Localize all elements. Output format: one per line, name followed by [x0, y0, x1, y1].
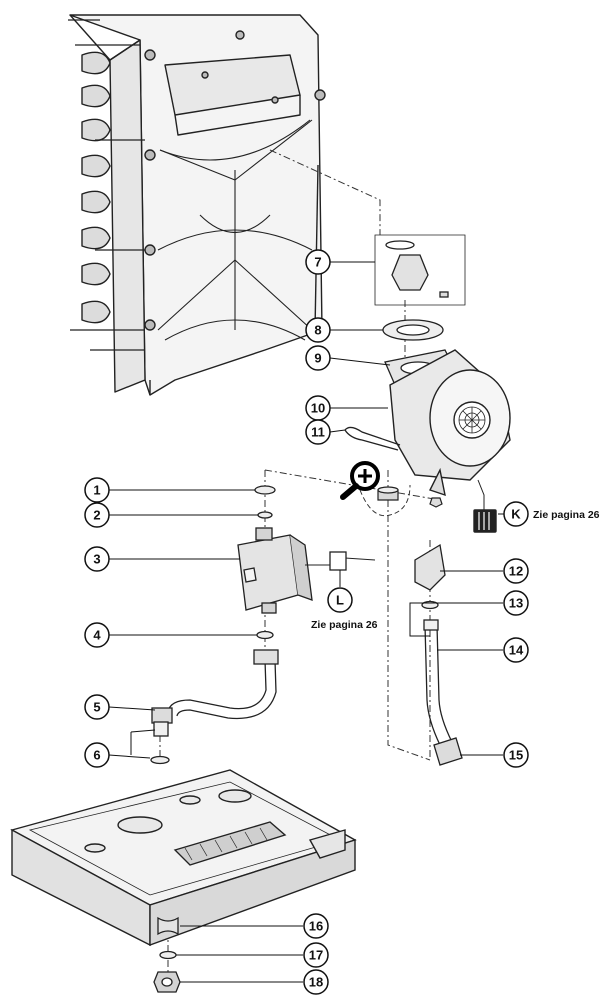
- callout-6-label: 6: [93, 748, 100, 763]
- part-17-drawing: [159, 950, 177, 960]
- callout-5: 5: [84, 694, 110, 720]
- callout-16: 16: [303, 913, 329, 939]
- callout-2: 2: [84, 502, 110, 528]
- bottom-tray-drawing: [10, 769, 357, 947]
- callout-7-label: 7: [314, 255, 321, 270]
- callout-12: 12: [503, 558, 529, 584]
- part-14-pipe-drawing: [423, 619, 453, 746]
- callout-12-label: 12: [509, 564, 523, 579]
- callout-11: 11: [305, 419, 331, 445]
- connector-l-reference: L Zie pagina 26: [311, 587, 378, 631]
- callout-16-label: 16: [309, 919, 323, 934]
- callout-8-label: 8: [314, 323, 321, 338]
- connector-l-label: L: [336, 593, 344, 608]
- connector-k-reference: K Zie pagina 26: [503, 501, 600, 527]
- callout-11-label: 11: [311, 425, 325, 440]
- callout-2-label: 2: [93, 508, 100, 523]
- fan-nut-drawing: [377, 486, 443, 508]
- zoom-in-icon: [340, 461, 380, 500]
- callout-18-label: 18: [309, 975, 323, 990]
- part-3-gas-valve-drawing: [237, 527, 376, 614]
- part-18-drawing: [153, 971, 181, 993]
- callout-10: 10: [305, 395, 331, 421]
- callout-13-label: 13: [509, 596, 523, 611]
- part-6-drawing: [150, 755, 170, 765]
- part-1-drawing: [254, 485, 276, 495]
- callout-17-label: 17: [309, 948, 323, 963]
- callout-9-label: 9: [314, 351, 321, 366]
- callout-9: 9: [305, 345, 331, 371]
- callout-4: 4: [84, 622, 110, 648]
- callout-14-label: 14: [509, 643, 524, 658]
- part-5-pipe-drawing: [151, 649, 279, 737]
- callout-6: 6: [84, 742, 110, 768]
- connector-k-label: K: [511, 507, 521, 522]
- part-11-drawing: [344, 426, 401, 451]
- part-2-drawing: [257, 511, 273, 519]
- callout-3-label: 3: [93, 552, 100, 567]
- callout-13: 13: [503, 590, 529, 616]
- callout-15-label: 15: [509, 748, 523, 763]
- connector-k-note: Zie pagina 26: [533, 509, 600, 521]
- part-8-drawing: [382, 319, 444, 341]
- callout-17: 17: [303, 942, 329, 968]
- callout-1: 1: [84, 477, 110, 503]
- callout-8: 8: [305, 317, 331, 343]
- callout-4-label: 4: [93, 628, 101, 643]
- part-4-drawing: [256, 630, 274, 640]
- part-7-drawing: [374, 234, 466, 306]
- callout-1-label: 1: [93, 483, 100, 498]
- callout-18: 18: [303, 969, 329, 995]
- part-12-drawing: [414, 543, 446, 591]
- callout-10-label: 10: [311, 401, 325, 416]
- callout-7: 7: [305, 249, 331, 275]
- callout-3: 3: [84, 546, 110, 572]
- zoom-detail-circle: [359, 484, 411, 517]
- part-10-fan-drawing: [389, 349, 511, 533]
- callout-5-label: 5: [93, 700, 100, 715]
- part-15-drawing: [433, 737, 463, 766]
- callout-14: 14: [503, 637, 529, 663]
- part-16-drawing: [157, 916, 179, 936]
- boiler-frame-drawing: [68, 14, 326, 396]
- callout-15: 15: [503, 742, 529, 768]
- callout-leaders: [108, 261, 504, 983]
- connector-l-note: Zie pagina 26: [311, 619, 378, 631]
